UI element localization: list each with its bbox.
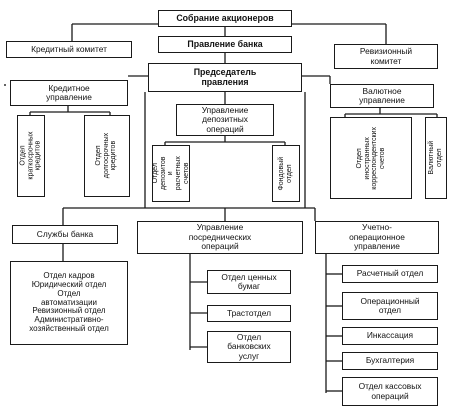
deposit-accounts-box: Отдел депозитов и расчетных счетов [152,145,190,202]
operations-label: Операционный отдел [360,295,420,315]
deposit-operations-label: Управление депозитных операций [201,104,249,134]
correspondent-accounts-box: Отдел иностранных корреспондентских счет… [330,117,412,199]
long-term-loans-label: Отдел долгосрочных кредитов [95,133,118,179]
cash-operations-label: Отдел кассовых операций [358,381,422,401]
credit-department-box: Кредитное управление [10,80,128,106]
audit-committee-box: Ревизионный комитет [334,44,438,69]
credit-department-label: Кредитное управление [46,82,92,102]
accounting-management-label: Учетно- операционное управление [349,222,405,252]
board-label: Правление банка [187,38,263,49]
collection-label: Инкассация [366,330,414,341]
securities-box: Отдел ценных бумаг [207,270,291,294]
shareholders-meeting-label: Собрание акционеров [176,12,274,23]
deposit-operations-box: Управление депозитных операций [176,104,274,136]
collection-box: Инкассация [342,327,438,345]
deposit-accounts-label: Отдел депозитов и расчетных счетов [152,156,190,191]
long-term-loans-box: Отдел долгосрочных кредитов [84,115,130,197]
bookkeeping-box: Бухгалтерия [342,352,438,370]
banking-services-box: Отдел банковских услуг [207,331,291,363]
credit-committee-label: Кредитный комитет [31,43,107,54]
scan-speck [4,84,6,86]
bank-services-list-box: Отдел кадров Юридический отдел Отдел авт… [10,261,128,345]
trust-label: Трастотдел [226,307,272,318]
settlement-label: Расчетный отдел [356,268,424,279]
intermediary-operations-box: Управление посреднических операций [137,221,303,254]
bank-services-list-label: Отдел кадров Юридический отдел Отдел авт… [29,270,109,334]
audit-committee-label: Ревизионный комитет [359,46,413,66]
currency-section-box: Валютный отдел [425,117,447,199]
intermediary-operations-label: Управление посреднических операций [188,222,252,252]
securities-label: Отдел ценных бумаг [221,271,277,291]
correspondent-accounts-label: Отдел иностранных корреспондентских счет… [355,126,386,190]
stock-department-label: Фондовый отдел [278,156,293,191]
board-box: Правление банка [158,36,292,53]
currency-department-box: Валютное управление [330,84,434,108]
trust-box: Трастотдел [207,305,291,322]
shareholders-meeting-box: Собрание акционеров [158,10,292,27]
chairman-label: Председатель правления [193,66,257,87]
currency-department-label: Валютное управление [359,85,405,105]
currency-section-label: Валютный отдел [428,141,444,175]
settlement-box: Расчетный отдел [342,265,438,283]
bookkeeping-label: Бухгалтерия [365,355,415,366]
cash-operations-box: Отдел кассовых операций [342,377,438,406]
operations-box: Операционный отдел [342,292,438,320]
stock-department-box: Фондовый отдел [272,145,300,202]
banking-services-label: Отдел банковских услуг [227,331,271,361]
chairman-box: Председатель правления [148,63,302,92]
accounting-management-box: Учетно- операционное управление [315,221,439,254]
bank-services-label: Службы банка [36,228,94,239]
credit-committee-box: Кредитный комитет [6,41,132,58]
bank-services-box: Службы банка [12,225,118,244]
short-term-loans-box: Отдел краткосрочных кредитов [17,115,45,197]
short-term-loans-label: Отдел краткосрочных кредитов [19,131,42,181]
